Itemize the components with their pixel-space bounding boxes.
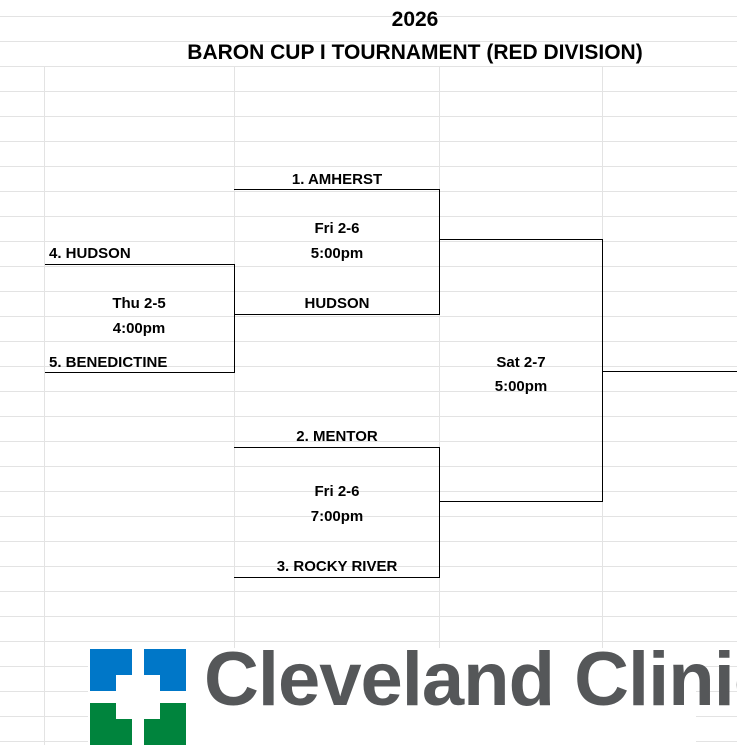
row-gridline xyxy=(0,566,737,567)
connector-semifinal-top xyxy=(439,189,440,315)
row-gridline xyxy=(0,491,737,492)
row-gridline xyxy=(0,591,737,592)
column-gridline xyxy=(44,66,45,745)
final-time: 5:00pm xyxy=(494,378,548,395)
semifinal-bottom-time: 7:00pm xyxy=(310,508,364,525)
row-gridline xyxy=(0,466,737,467)
row-gridline xyxy=(0,516,737,517)
line-mentor xyxy=(234,447,440,448)
row-gridline xyxy=(0,191,737,192)
row-gridline xyxy=(0,41,737,42)
final-day: Sat 2-7 xyxy=(496,354,546,371)
semifinal-top-day: Fri 2-6 xyxy=(314,220,360,237)
row-gridline xyxy=(0,416,737,417)
semifinal-bottom-day: Fri 2-6 xyxy=(314,483,360,500)
team-hudson: 4. HUDSON xyxy=(49,245,131,262)
connector-final xyxy=(602,239,603,502)
row-gridline xyxy=(0,391,737,392)
row-gridline xyxy=(0,241,737,242)
clinic-cross-icon xyxy=(90,649,186,745)
row-gridline xyxy=(0,641,737,642)
row-gridline xyxy=(0,116,737,117)
row-gridline xyxy=(0,216,737,217)
line-final-bottom xyxy=(439,501,602,502)
row-gridline xyxy=(0,541,737,542)
line-final-top xyxy=(439,239,602,240)
row-gridline xyxy=(0,441,737,442)
row-gridline xyxy=(0,291,737,292)
team-mentor: 2. MENTOR xyxy=(296,428,378,445)
line-hudson-advance xyxy=(234,314,440,315)
first-round-time: 4:00pm xyxy=(112,320,166,337)
row-gridline xyxy=(0,141,737,142)
column-gridline xyxy=(234,66,235,745)
line-hudson xyxy=(45,264,235,265)
row-gridline xyxy=(0,91,737,92)
row-gridline xyxy=(0,366,737,367)
line-benedictine xyxy=(45,372,235,373)
connector-semifinal-bottom xyxy=(439,447,440,578)
line-champion xyxy=(602,371,737,372)
column-gridline xyxy=(439,66,440,745)
line-amherst xyxy=(234,189,440,190)
semifinal-top-time: 5:00pm xyxy=(310,245,364,262)
connector-first-round xyxy=(234,264,235,373)
row-gridline xyxy=(0,266,737,267)
sponsor-logo: Cleveland Clinic xyxy=(88,637,737,745)
row-gridline xyxy=(0,316,737,317)
first-round-day: Thu 2-5 xyxy=(112,295,166,312)
row-gridline xyxy=(0,16,737,17)
year-heading: 2026 xyxy=(391,8,439,31)
team-rocky-river: 3. ROCKY RIVER xyxy=(276,558,398,575)
tournament-title: BARON CUP I TOURNAMENT (RED DIVISION) xyxy=(187,41,643,64)
team-hudson-advanced: HUDSON xyxy=(304,295,370,312)
team-benedictine: 5. BENEDICTINE xyxy=(49,354,168,371)
row-gridline xyxy=(0,66,737,67)
row-gridline xyxy=(0,341,737,342)
logo-wordmark: Cleveland Clinic xyxy=(204,637,737,722)
line-rocky-river xyxy=(234,577,440,578)
row-gridline xyxy=(0,616,737,617)
team-amherst: 1. AMHERST xyxy=(291,171,383,188)
row-gridline xyxy=(0,166,737,167)
